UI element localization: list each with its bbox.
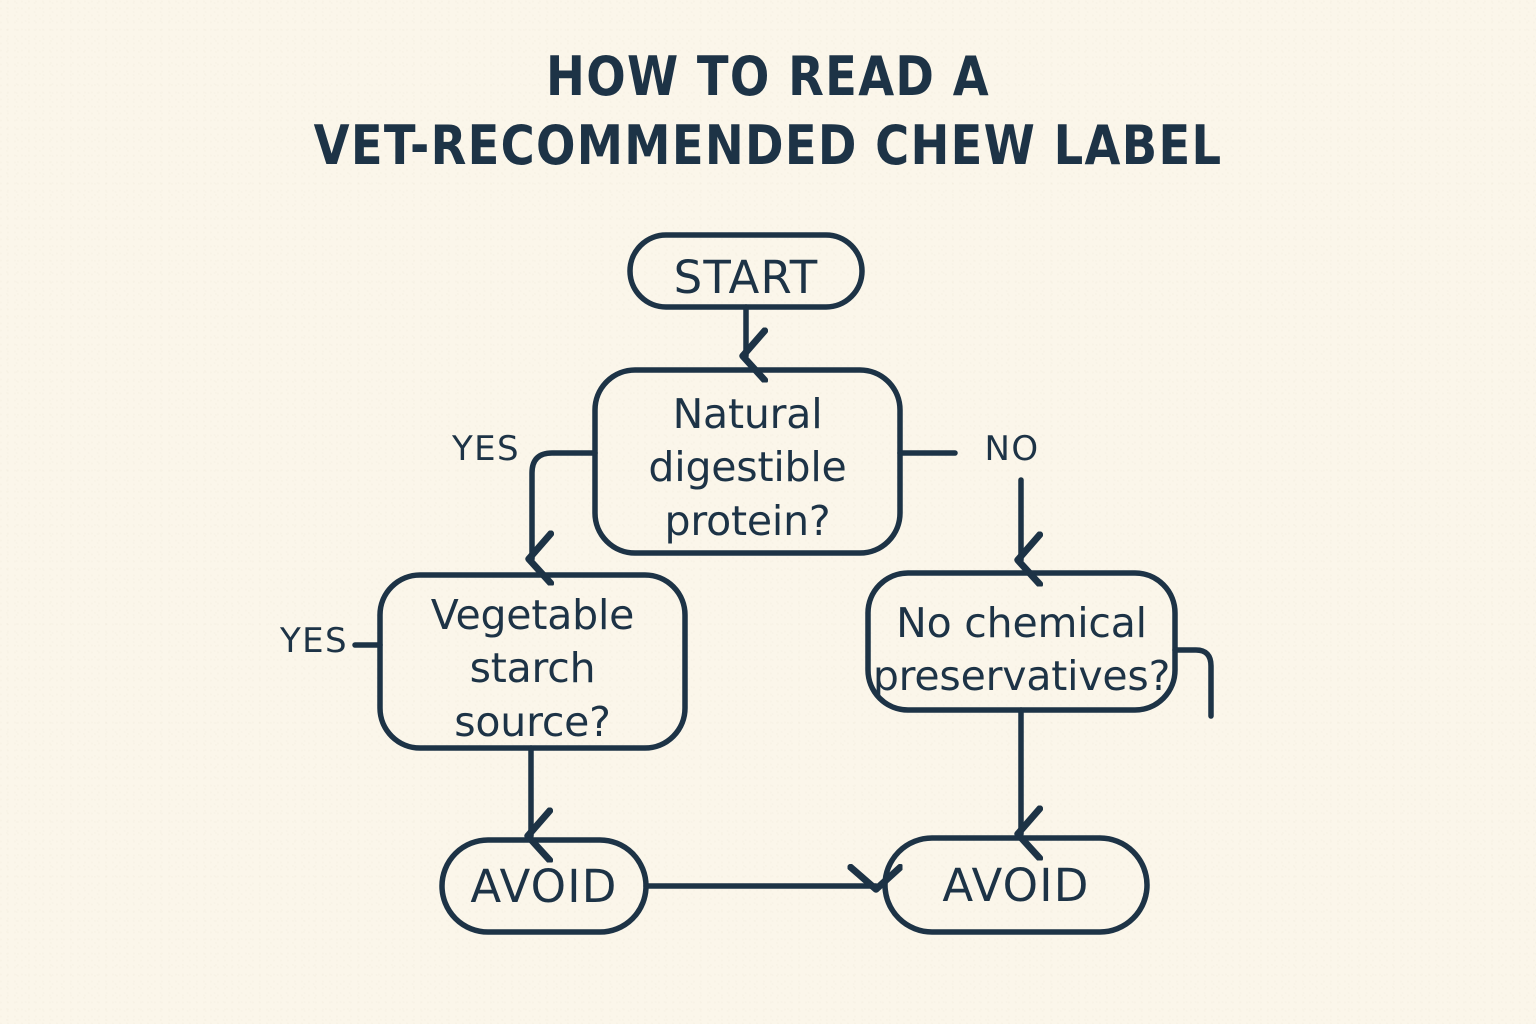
node-q-preservatives-shape — [865, 570, 1178, 713]
node-q-protein-shape — [592, 367, 903, 556]
node-avoid-right-shape — [882, 835, 1150, 935]
edge-protein-yes-to-starch — [532, 450, 598, 559]
edge-preservatives-right-stub — [1172, 647, 1214, 719]
node-avoid-left-shape — [439, 837, 649, 935]
node-start-shape — [627, 232, 865, 310]
node-q-starch-shape — [377, 572, 688, 751]
